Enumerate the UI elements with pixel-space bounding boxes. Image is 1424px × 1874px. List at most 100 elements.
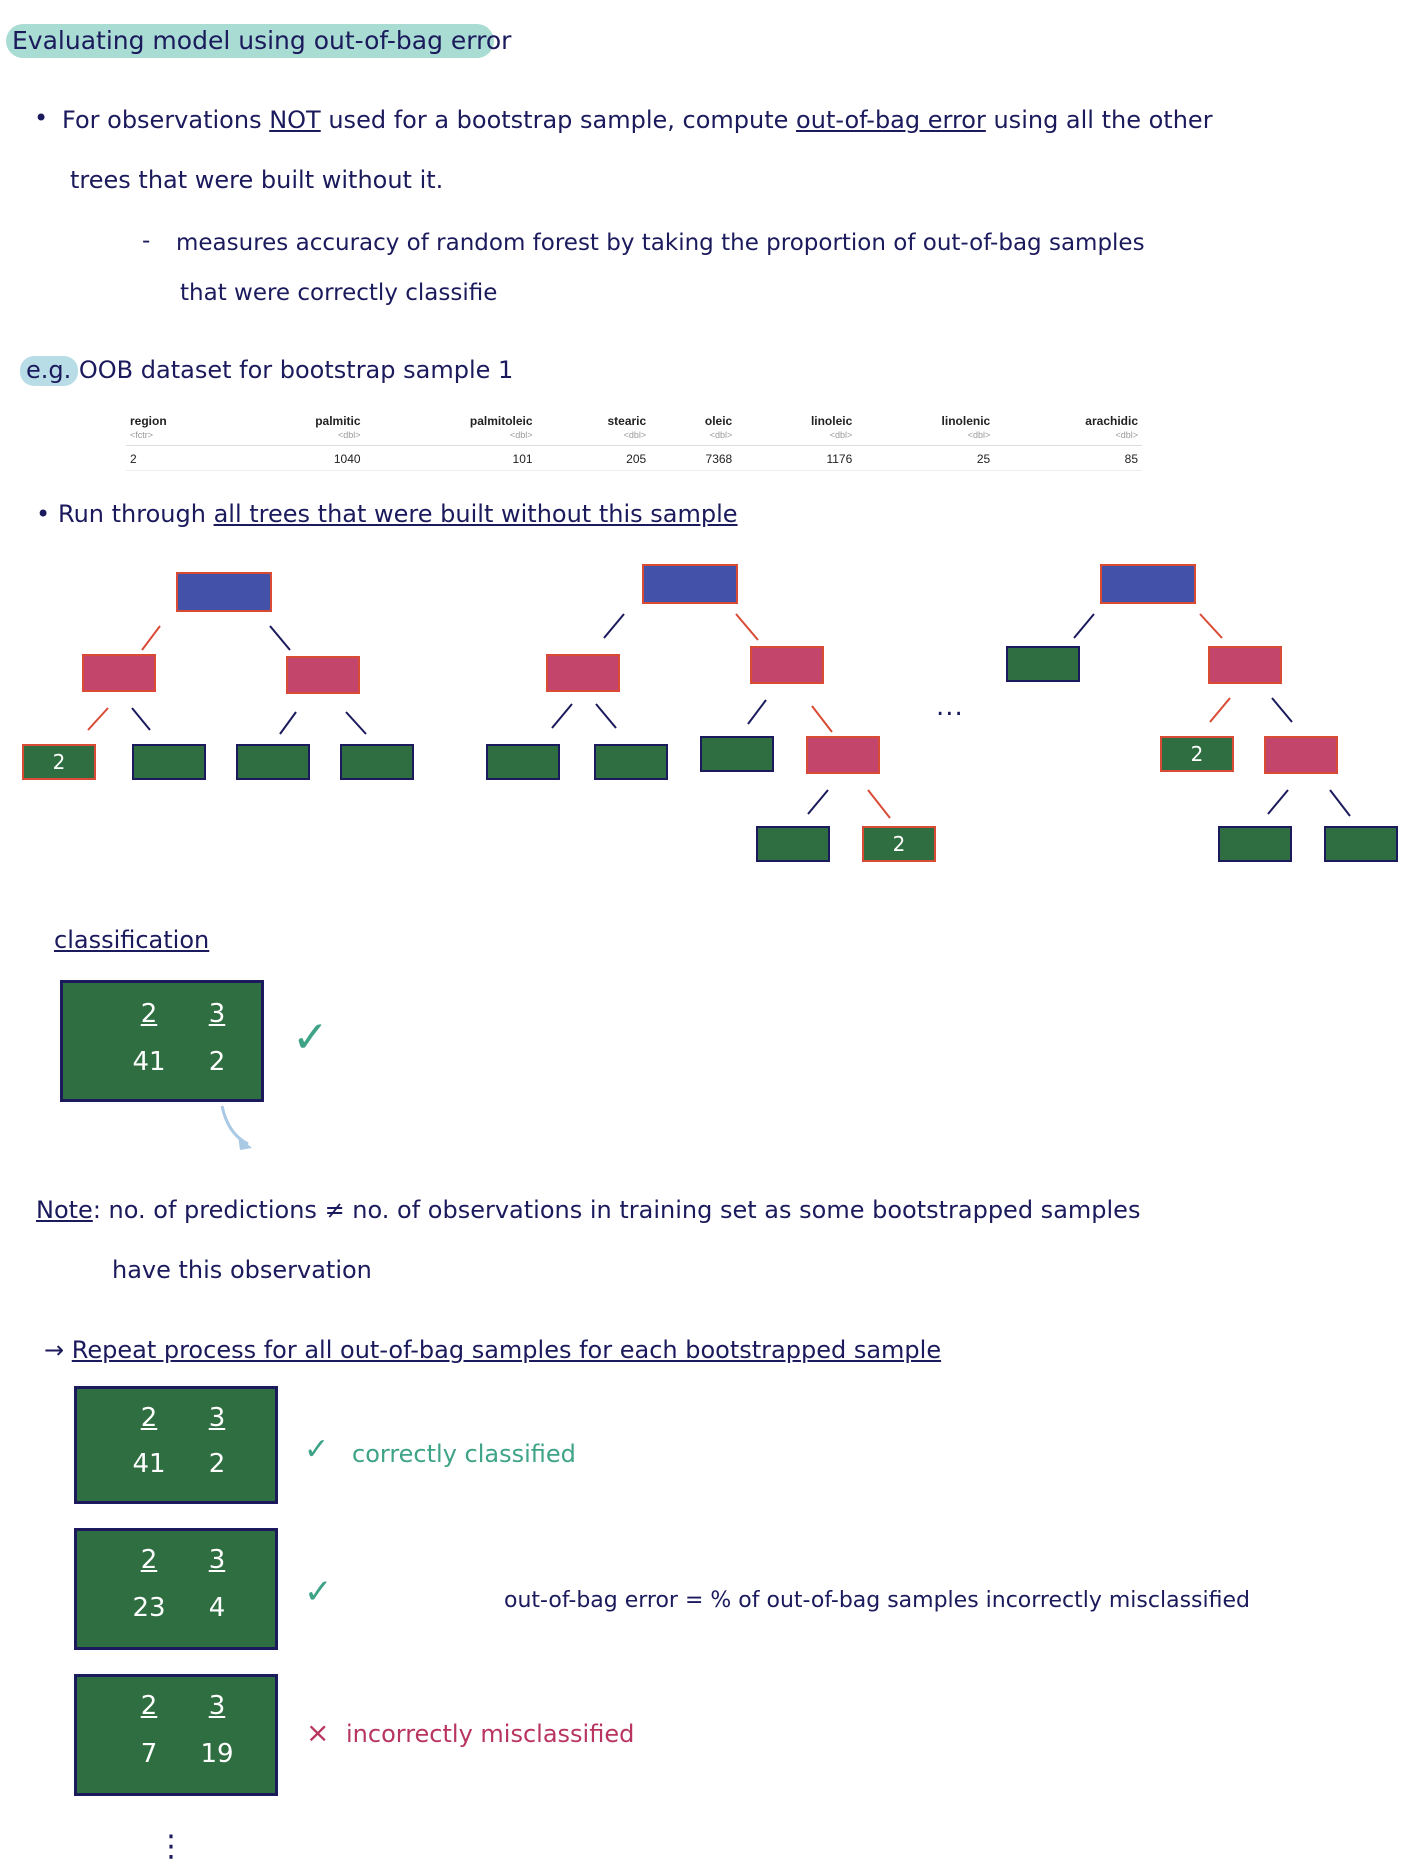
edge — [279, 711, 297, 735]
matrix-value: 2 — [208, 1449, 226, 1479]
table-cell: 25 — [856, 445, 995, 471]
edge — [735, 613, 759, 641]
matrix-header-3: 3 — [208, 1691, 226, 1721]
tree1-leaf — [132, 744, 206, 780]
oob-matrix-1: 2 3 41 2 — [74, 1386, 278, 1504]
tree-edges — [87, 613, 1351, 819]
matrix-value: 41 — [132, 1449, 166, 1479]
matrix-header-3: 3 — [208, 1403, 226, 1433]
edge — [1267, 789, 1289, 815]
incorrectly-misclassified-note: incorrectly misclassified — [346, 1720, 635, 1748]
tree2-split-right — [750, 646, 824, 684]
tree3-root — [1100, 564, 1196, 604]
edge — [1209, 697, 1231, 723]
tree3-leaf-classified: 2 — [1160, 736, 1234, 772]
note-line1: Note: no. of predictions ≠ no. of observ… — [36, 1196, 1140, 1224]
tree2-root — [642, 564, 738, 604]
bullet1-text-middle: used for a bootstrap sample, compute — [320, 106, 797, 134]
cross-icon: × — [306, 1716, 330, 1749]
checkmark-icon: ✓ — [292, 1012, 329, 1063]
tree3-split-right — [1208, 646, 1282, 684]
tree2-leaf — [756, 826, 830, 862]
matrix-header-2: 2 — [140, 1403, 158, 1433]
edge — [747, 699, 767, 725]
matrix-header-3: 3 — [208, 1545, 226, 1575]
oob-matrix-2: 2 3 23 4 — [74, 1528, 278, 1650]
matrix-header-2: 2 — [140, 1545, 158, 1575]
col-header: linoleic<dbl> — [736, 414, 857, 446]
edge — [595, 703, 617, 729]
repeat-line: → Repeat process for all out-of-bag samp… — [44, 1336, 941, 1364]
tree1-leaf-classified: 2 — [22, 744, 96, 780]
classification-matrix: 2 3 41 2 — [60, 980, 264, 1102]
tree2-leaf — [486, 744, 560, 780]
matrix-value: 4 — [208, 1593, 226, 1623]
bullet-dot: • — [36, 500, 51, 528]
col-header: arachidic<dbl> — [994, 414, 1142, 446]
matrix-header-2: 2 — [140, 1691, 158, 1721]
repeat-text: Repeat process for all out-of-bag sample… — [71, 1336, 942, 1364]
matrix-value: 7 — [140, 1739, 158, 1769]
example-heading: e.g. OOB dataset for bootstrap sample 1 — [26, 356, 513, 384]
note-text: : no. of predictions ≠ no. of observatio… — [92, 1196, 1141, 1224]
tree3-leaf — [1006, 646, 1080, 682]
bullet-dot: • — [34, 104, 49, 132]
tree3-split-lower — [1264, 736, 1338, 774]
edge — [807, 789, 829, 815]
oob-term: out-of-bag error — [796, 106, 986, 134]
more-trees-ellipsis: ... — [936, 692, 964, 722]
bullet1-text-before: For observations — [62, 106, 270, 134]
edge — [269, 625, 291, 651]
more-matrices-dots: ⋮ — [156, 1829, 186, 1864]
edge — [867, 789, 891, 819]
sub-bullet-line1: measures accuracy of random forest by ta… — [176, 230, 1145, 256]
tree1-root — [176, 572, 272, 612]
tree3-leaf — [1324, 826, 1398, 862]
edge — [1073, 613, 1095, 639]
col-header: stearic<dbl> — [536, 414, 651, 446]
matrix-header-3: 3 — [208, 999, 226, 1029]
table-cell: 1176 — [736, 445, 857, 471]
col-header: region<fctr> — [126, 414, 235, 446]
table-cell: 1040 — [234, 445, 365, 471]
run-through-text: Run through — [58, 500, 214, 528]
edge — [87, 707, 109, 731]
title-highlight — [6, 24, 494, 58]
arrow-down-icon — [220, 1105, 252, 1150]
example-text: OOB dataset for bootstrap sample 1 — [71, 356, 514, 384]
matrix-value: 19 — [200, 1739, 234, 1769]
classification-heading: classification — [54, 926, 210, 954]
col-header: linolenic<dbl> — [856, 414, 995, 446]
bullet1-text-after: using all the other — [985, 106, 1213, 134]
edge — [131, 707, 151, 731]
page-title: Evaluating model using out-of-bag error — [12, 26, 512, 55]
matrix-header-2: 2 — [140, 999, 158, 1029]
edge — [1271, 697, 1293, 723]
bullet1-line2: trees that were built without it. — [70, 166, 444, 194]
edge — [551, 703, 573, 729]
tree1-leaf — [340, 744, 414, 780]
checkmark-icon: ✓ — [304, 1432, 330, 1467]
col-header: oleic<dbl> — [650, 414, 737, 446]
tree2-leaf — [594, 744, 668, 780]
table-header-row: region<fctr> palmitic<dbl> palmitoleic<d… — [126, 414, 1142, 446]
run-through-underlined: all trees that were built without this s… — [213, 500, 738, 528]
run-through-line: Run through all trees that were built wi… — [58, 500, 738, 528]
tree1-split-right — [286, 656, 360, 694]
eg-highlight — [20, 356, 78, 386]
edge — [1329, 789, 1351, 817]
table-cell: 205 — [536, 445, 651, 471]
tree3-leaf — [1218, 826, 1292, 862]
oob-matrix-3: 2 3 7 19 — [74, 1674, 278, 1796]
tree2-split-lower — [806, 736, 880, 774]
note-label: Note — [36, 1196, 93, 1224]
table-cell: 2 — [126, 445, 235, 471]
oob-error-formula: out-of-bag error = % of out-of-bag sampl… — [504, 1588, 1250, 1613]
oob-data-table: region<fctr> palmitic<dbl> palmitoleic<d… — [126, 414, 1142, 471]
note-line2: have this observation — [112, 1256, 372, 1284]
checkmark-icon: ✓ — [304, 1572, 333, 1612]
sub-bullet-line2: that were correctly classifie — [180, 280, 498, 306]
edge — [345, 711, 367, 735]
edge — [1199, 613, 1223, 639]
eg-label: e.g. — [26, 356, 72, 384]
